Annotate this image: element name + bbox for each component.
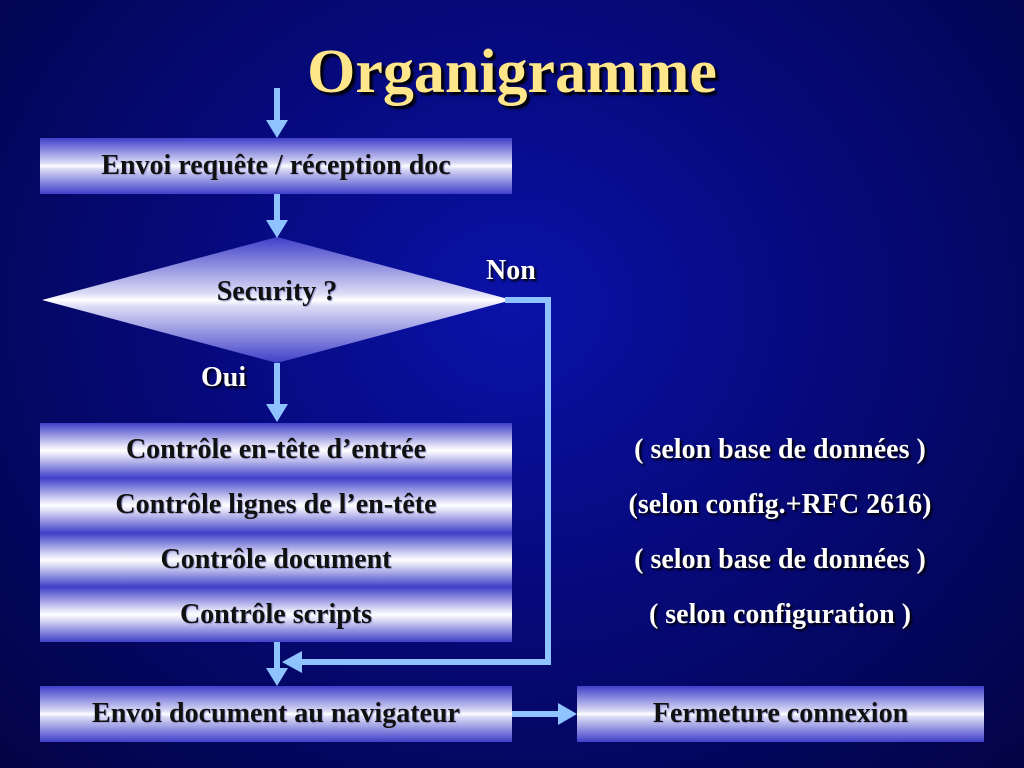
check-item: Contrôle lignes de l’en-tête: [40, 477, 512, 533]
branch-yes-label: Oui: [201, 362, 247, 393]
end-box: Fermeture connexion: [577, 686, 984, 742]
branch-no-label: Non: [486, 255, 536, 286]
arrow-no-bypass: [300, 297, 551, 665]
start-label: Envoi requête / réception doc: [101, 150, 451, 181]
arrowhead-checks-to-send: [266, 668, 288, 686]
page-title: Organigramme: [307, 38, 717, 106]
arrowhead-yes: [266, 404, 288, 422]
arrowhead-send-to-end: [558, 703, 577, 725]
check-label: Contrôle lignes de l’en-tête: [115, 489, 437, 521]
note-item: ( selon base de données ): [634, 434, 926, 466]
note-item: ( selon base de données ): [634, 543, 926, 575]
arrowhead-entry: [266, 120, 288, 138]
send-box: Envoi document au navigateur: [40, 686, 512, 742]
checks-box: Contrôle en-tête d’entrée Contrôle ligne…: [40, 423, 512, 642]
decision-label: Security ?: [216, 276, 338, 307]
decision-diamond: [42, 237, 512, 363]
check-item: Contrôle en-tête d’entrée: [40, 423, 512, 478]
check-item: Contrôle document: [40, 532, 512, 588]
send-label: Envoi document au navigateur: [92, 698, 460, 729]
check-item: Contrôle scripts: [40, 587, 512, 642]
check-label: Contrôle document: [160, 543, 392, 575]
note-item: ( selon configuration ): [648, 598, 912, 630]
start-box: Envoi requête / réception doc: [40, 138, 512, 194]
check-label: Contrôle en-tête d’entrée: [125, 434, 427, 466]
note-item: (selon config.+RFC 2616): [628, 489, 932, 521]
notes-column: ( selon base de données ) (selon config.…: [560, 423, 1000, 642]
check-label: Contrôle scripts: [179, 598, 373, 630]
end-label: Fermeture connexion: [652, 698, 909, 729]
arrowhead-start-to-decision: [266, 220, 288, 238]
arrowhead-no-bypass: [282, 651, 302, 673]
